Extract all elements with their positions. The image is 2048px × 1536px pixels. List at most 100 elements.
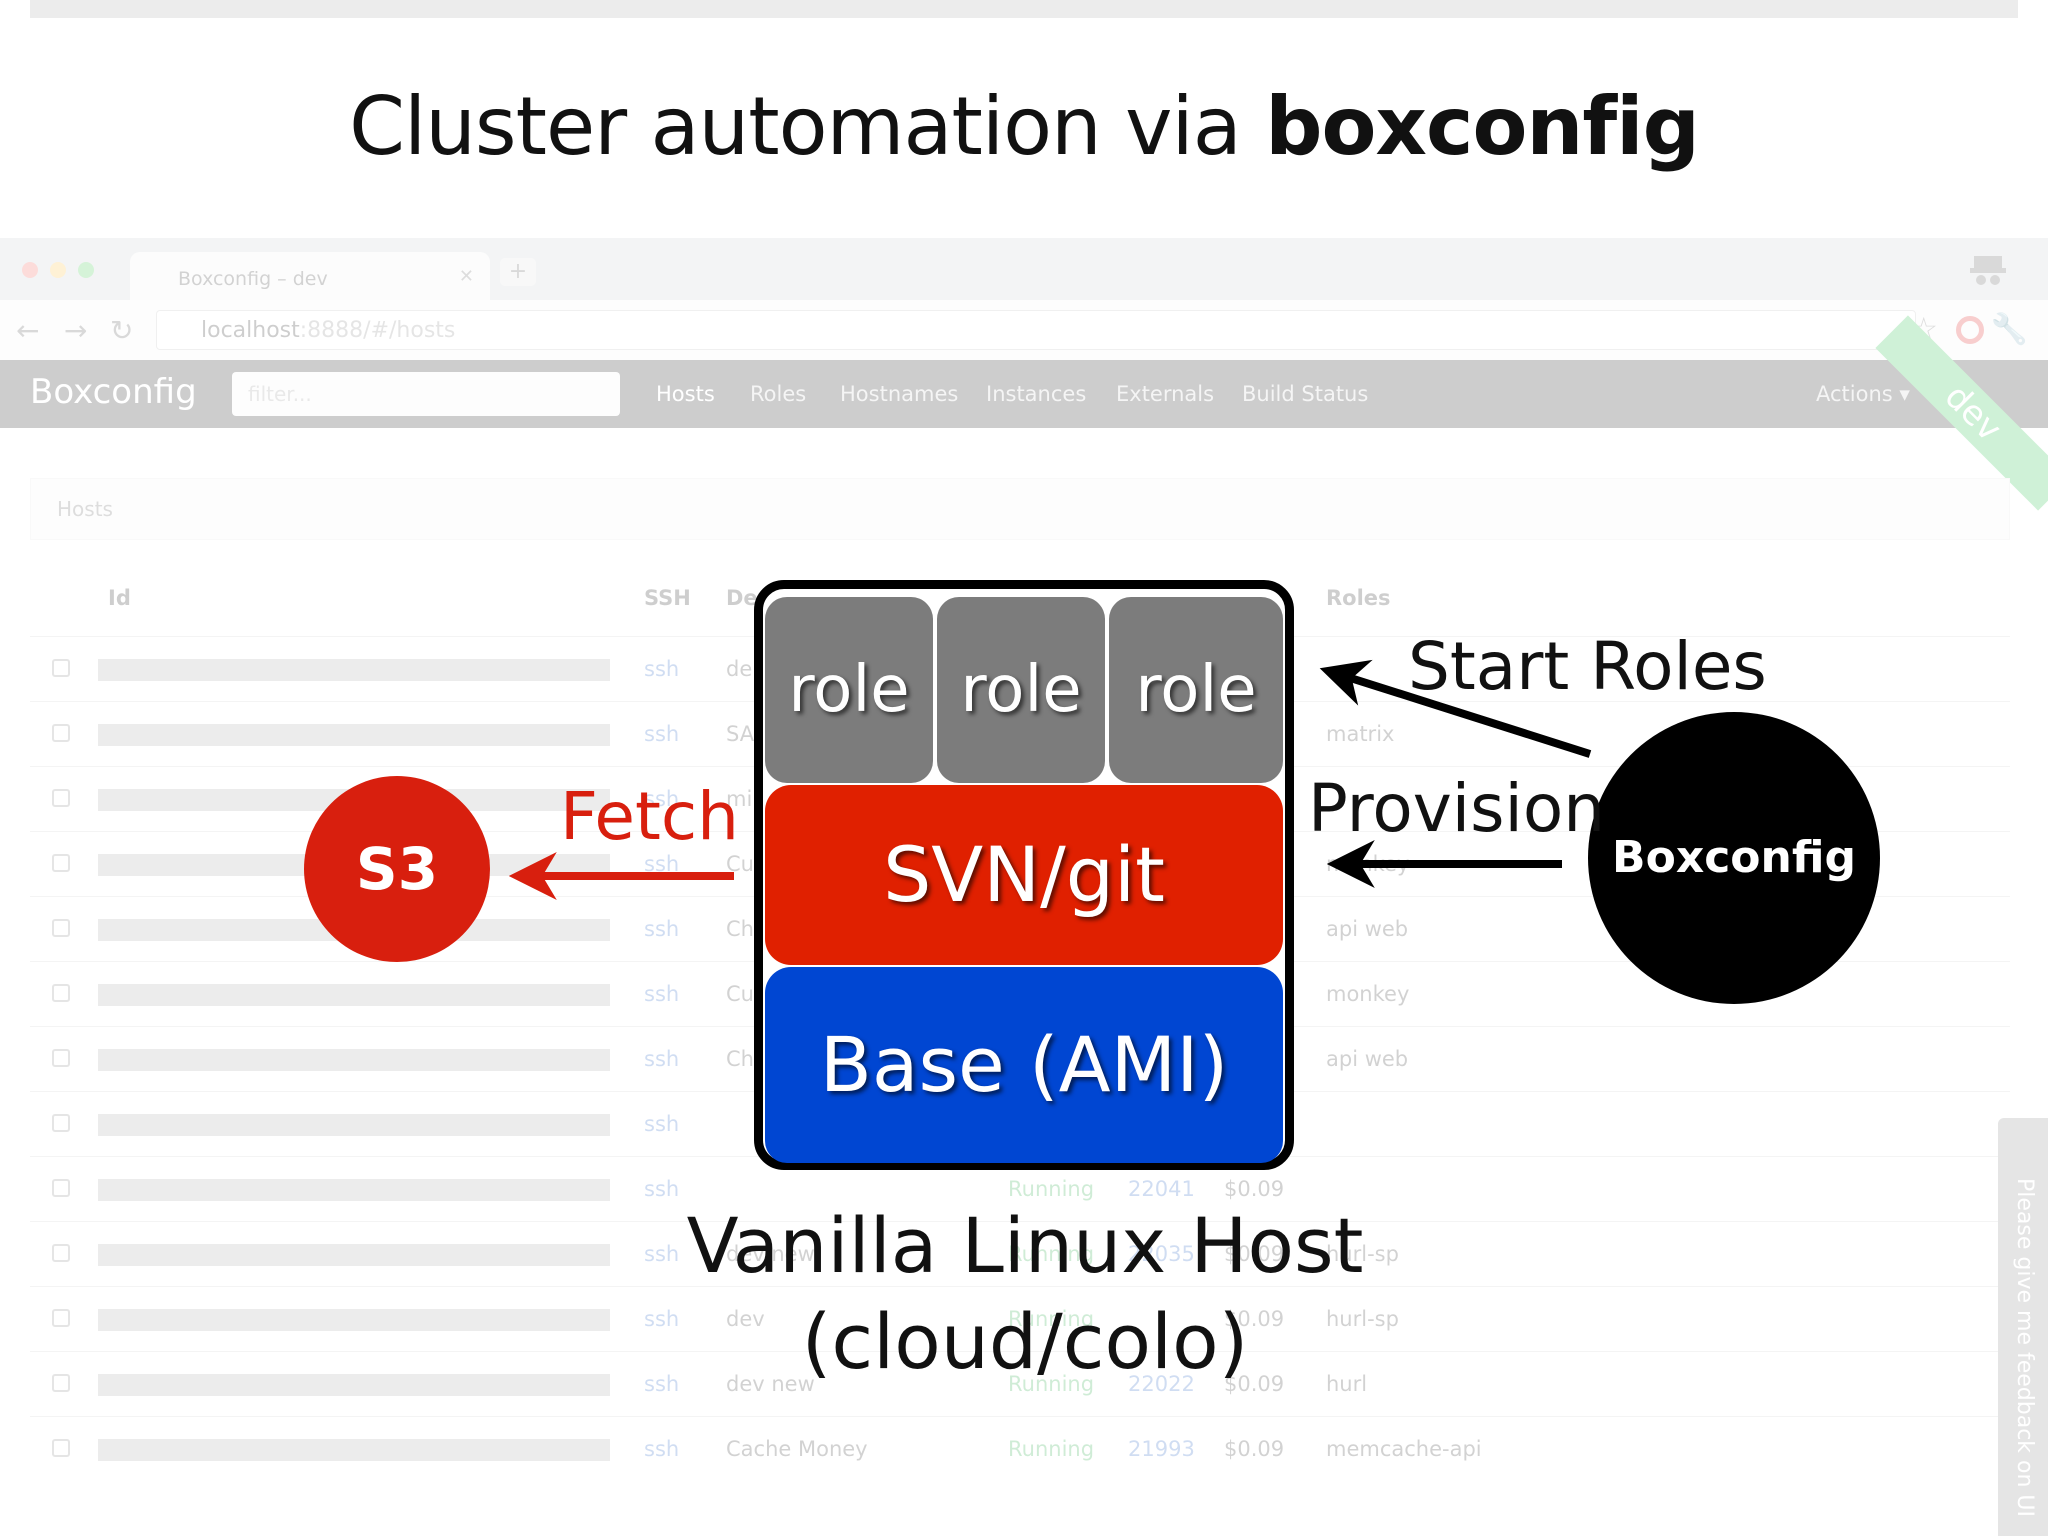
wrench-icon[interactable]: 🔧 (1990, 312, 2028, 347)
row-state: Running (1008, 1372, 1095, 1396)
row-checkbox[interactable] (52, 1114, 70, 1132)
row-description: mi (726, 787, 753, 811)
tab-strip: Boxconfig – dev ✕ + (0, 238, 2048, 300)
row-description: dev new (726, 1242, 815, 1266)
row-checkbox[interactable] (52, 1244, 70, 1262)
row-ssh-link[interactable]: ssh (644, 1307, 680, 1331)
row-port[interactable]: 22041 (1128, 1177, 1195, 1201)
provision-label: Provision (1308, 770, 1606, 847)
row-checkbox[interactable] (52, 1049, 70, 1067)
role-block-3: role (1109, 597, 1283, 783)
boxconfig-node: Boxconfig (1588, 712, 1880, 1004)
row-roles: matrix (1326, 722, 1395, 746)
new-tab-button[interactable]: + (500, 258, 536, 286)
row-roles: hurl-sp (1326, 1307, 1399, 1331)
feedback-tab[interactable]: Please give me feedback on UI (1998, 1118, 2048, 1536)
row-state: Running (1008, 1242, 1095, 1266)
row-port[interactable]: 22035 (1128, 1242, 1195, 1266)
row-ssh-link[interactable]: ssh (644, 657, 680, 681)
row-state: Running (1008, 1307, 1095, 1331)
row-ssh-link[interactable]: ssh (644, 787, 680, 811)
row-ssh-link[interactable]: ssh (644, 982, 680, 1006)
url-input[interactable]: localhost:8888/#/hosts (156, 310, 1916, 350)
address-bar: ← → ↻ localhost:8888/#/hosts ☆ 🔧 (0, 300, 2048, 360)
nav-instances[interactable]: Instances (986, 382, 1087, 406)
reload-icon[interactable]: ↻ (110, 314, 134, 347)
back-arrow-icon[interactable]: ← (16, 314, 40, 347)
column-header-ssh[interactable]: SSH (644, 586, 691, 610)
row-roles: hurl (1326, 1372, 1368, 1396)
row-id-placeholder (98, 1309, 610, 1331)
breadcrumb: Hosts (30, 478, 2010, 540)
close-window-icon[interactable] (22, 262, 38, 278)
row-ssh-link[interactable]: ssh (644, 917, 680, 941)
row-ssh-link[interactable]: ssh (644, 1177, 680, 1201)
feedback-tab-label: Please give me feedback on UI (2012, 1178, 2037, 1518)
extension-icon[interactable] (1956, 316, 1984, 344)
row-description: Cache Money (726, 1437, 868, 1461)
bookmark-star-icon[interactable]: ☆ (1909, 310, 1938, 348)
row-price: $0.09 (1224, 1177, 1285, 1201)
row-ssh-link[interactable]: ssh (644, 1242, 680, 1266)
close-tab-icon[interactable]: ✕ (458, 266, 474, 287)
row-checkbox[interactable] (52, 724, 70, 742)
url-path: :8888/#/hosts (299, 318, 456, 343)
row-checkbox[interactable] (52, 789, 70, 807)
filter-input[interactable]: filter... (232, 372, 620, 416)
row-ssh-link[interactable]: ssh (644, 1437, 680, 1461)
row-id-placeholder (98, 724, 610, 746)
app-brand[interactable]: Boxconfig (30, 372, 197, 412)
nav-externals[interactable]: Externals (1116, 382, 1215, 406)
row-checkbox[interactable] (52, 919, 70, 937)
role-block-2: role (937, 597, 1105, 783)
column-header-roles[interactable]: Roles (1326, 586, 1391, 610)
base-ami-layer: Base (AMI) (765, 967, 1283, 1163)
row-checkbox[interactable] (52, 1309, 70, 1327)
nav-hosts[interactable]: Hosts (656, 382, 715, 406)
forward-arrow-icon[interactable]: → (64, 314, 88, 347)
maximize-window-icon[interactable] (78, 262, 94, 278)
row-checkbox[interactable] (52, 984, 70, 1002)
row-id-placeholder (98, 1049, 610, 1071)
nav-roles[interactable]: Roles (750, 382, 807, 406)
row-checkbox[interactable] (52, 1179, 70, 1197)
row-roles: memcache-api (1326, 1437, 1482, 1461)
row-id-placeholder (98, 984, 610, 1006)
row-id-placeholder (98, 1179, 610, 1201)
app-navbar: Boxconfig filter... Hosts Roles Hostname… (0, 315, 2048, 511)
row-port[interactable]: 21993 (1128, 1437, 1195, 1461)
row-id-placeholder (98, 659, 610, 681)
row-state: Running (1008, 1177, 1095, 1201)
row-state: Running (1008, 1437, 1095, 1461)
row-port[interactable]: 22022 (1128, 1372, 1195, 1396)
row-checkbox[interactable] (52, 659, 70, 677)
column-header-id[interactable]: Id (108, 586, 131, 610)
row-ssh-link[interactable]: ssh (644, 1047, 680, 1071)
row-checkbox[interactable] (52, 1374, 70, 1392)
row-ssh-link[interactable]: ssh (644, 1372, 680, 1396)
tab-title: Boxconfig – dev (178, 268, 328, 290)
slide-title-prefix: Cluster automation via (349, 80, 1266, 173)
row-description: dev (726, 1307, 765, 1331)
row-description: SA (726, 722, 755, 746)
browser-tab[interactable]: Boxconfig – dev ✕ (130, 252, 490, 300)
fetch-label: Fetch (560, 778, 739, 855)
column-header-desc[interactable]: De (726, 586, 758, 610)
row-ssh-link[interactable]: ssh (644, 722, 680, 746)
row-ssh-link[interactable]: ssh (644, 1112, 680, 1136)
nav-build-status[interactable]: Build Status (1242, 382, 1369, 406)
host-caption: Vanilla Linux Host (cloud/colo) (620, 1198, 1430, 1390)
row-id-placeholder (98, 1439, 610, 1461)
row-description: Ch (726, 917, 754, 941)
row-checkbox[interactable] (52, 1439, 70, 1457)
row-checkbox[interactable] (52, 854, 70, 872)
minimize-window-icon[interactable] (50, 262, 66, 278)
nav-hostnames[interactable]: Hostnames (840, 382, 959, 406)
actions-menu[interactable]: Actions ▾ (1816, 382, 1910, 406)
